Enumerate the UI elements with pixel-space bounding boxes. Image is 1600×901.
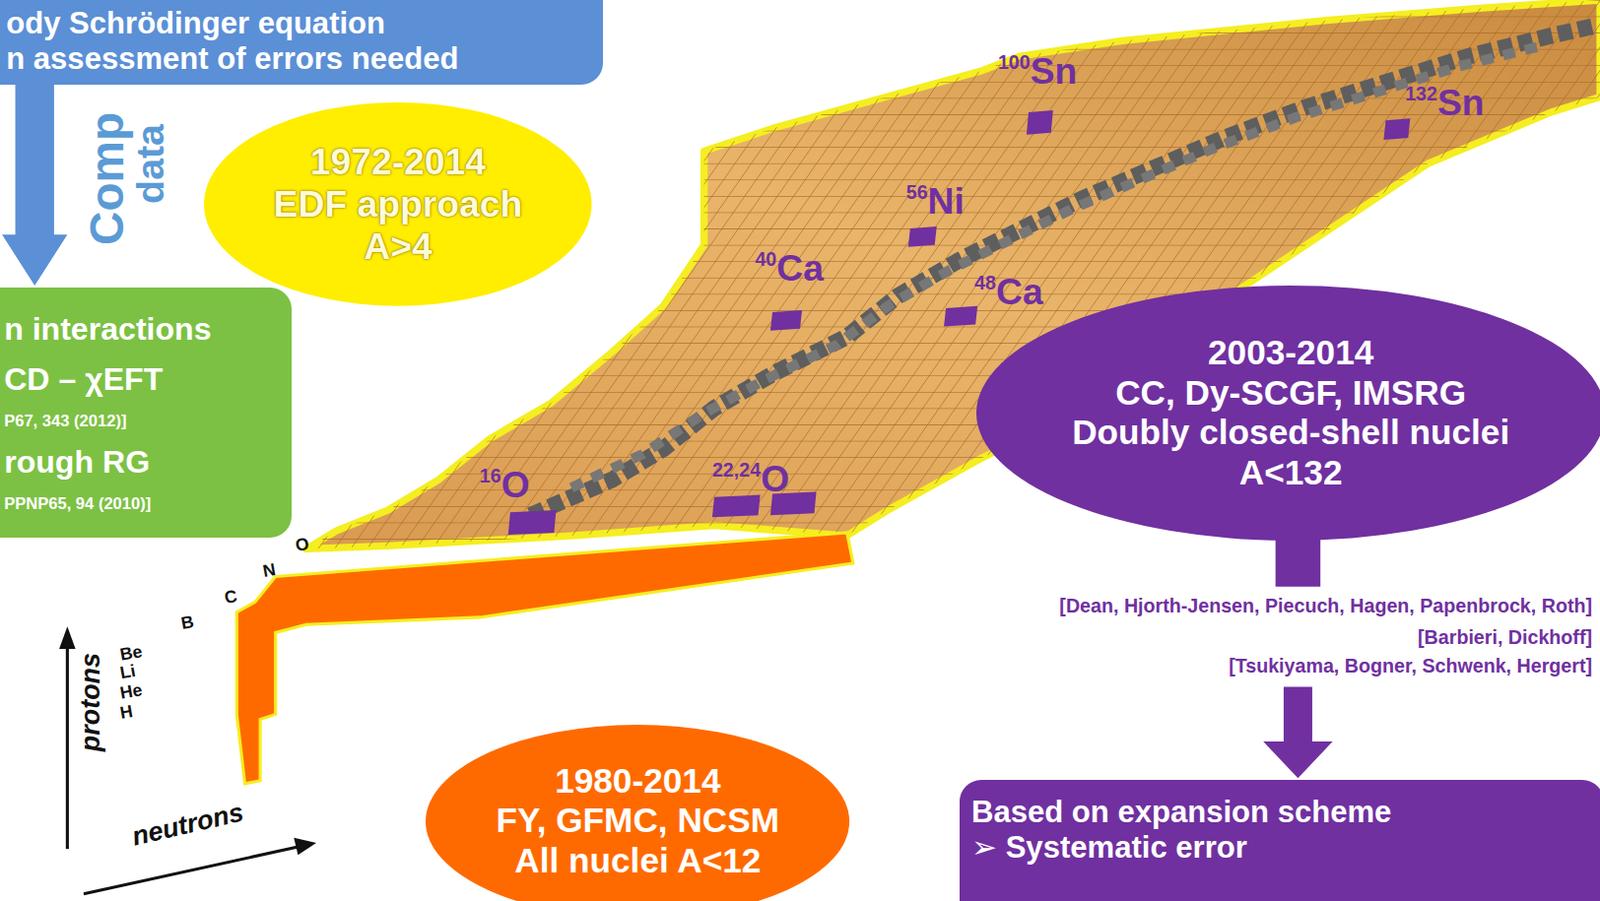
mass-number: 48 <box>974 273 997 294</box>
element-row-label: Li <box>119 663 137 683</box>
node-text: CD – χEFT <box>3 361 284 399</box>
method-ellipse: 1980-2014FY, GFMC, NCSMAll nuclei A<12 <box>425 725 850 901</box>
node-text: rough RG <box>3 444 284 481</box>
reference: [Dean, Hjorth-Jensen, Piecuch, Hagen, Pa… <box>1059 595 1593 618</box>
node-text: Based on expansion scheme <box>971 795 1588 831</box>
proton-axis <box>66 645 69 850</box>
nucleus-marker <box>1026 110 1054 135</box>
node-text: PPNP65, 94 (2010)] <box>3 494 284 514</box>
element-row-label: B <box>180 613 197 634</box>
node-text: 1972-2014 <box>273 140 524 184</box>
element-symbol: Sn <box>1437 84 1485 122</box>
ellipse-text: 1980-2014FY, GFMC, NCSMAll nuclei A<12 <box>496 761 781 882</box>
element-row-label: N <box>262 561 278 582</box>
mass-number: 56 <box>906 183 929 203</box>
element-symbol: O <box>501 466 531 504</box>
element-row-label: Be <box>119 643 144 665</box>
node-text: n interactions <box>3 311 284 348</box>
node-text: 1980-2014 <box>496 761 781 802</box>
reference: [Barbieri, Dickhoff] <box>1417 626 1593 650</box>
node-text: A>4 <box>273 225 524 268</box>
element-row-label: He <box>119 681 144 703</box>
ellipse-fill <box>425 725 850 901</box>
nucleus-marker <box>508 510 557 535</box>
element-symbol: Ca <box>996 273 1044 311</box>
mass-number: 16 <box>479 466 502 487</box>
node-text: CC, Dy-SCGF, IMSRG <box>1071 373 1510 414</box>
node-text: 2003-2014 <box>1071 333 1510 374</box>
ellipse-text: 1972-2014EDF approachA>4 <box>273 140 524 268</box>
element-symbol: Ni <box>928 183 965 220</box>
nucleus-label: 48Ca <box>974 273 1044 311</box>
axis-label: neutrons <box>129 800 246 852</box>
reference: [Tsukiyama, Bogner, Schwenk, Hergert] <box>1228 655 1593 678</box>
arrow-head <box>293 838 317 857</box>
axis-arrows <box>59 626 317 894</box>
mass-number: 100 <box>998 53 1031 73</box>
method-ellipse: 1972-2014EDF approachA>4 <box>203 102 593 307</box>
mass-number: 132 <box>1404 84 1438 105</box>
element-row-label: C <box>222 588 239 608</box>
ellipse-fill <box>203 102 593 307</box>
node-text: Doubly closed-shell nuclei <box>1071 412 1510 454</box>
interactions-box: n interactions CD – χEFT P67, 343 (2012)] r… <box>0 287 292 538</box>
nucleus-label: 40Ca <box>754 250 824 287</box>
element-row-label: H <box>119 703 135 724</box>
element-row-label: O <box>294 535 312 556</box>
mass-number: 40 <box>754 250 777 270</box>
node-text: P67, 343 (2012)] <box>3 411 284 431</box>
ellipse-fill <box>976 285 1600 541</box>
node-text: n assessment of errors needed <box>5 41 593 77</box>
problem-banner: ody Schrödinger equationn assessment of … <box>0 0 603 85</box>
element-symbol: O <box>760 461 790 498</box>
neutron-axis <box>83 847 298 895</box>
node-text: ody Schrödinger equation <box>5 5 593 42</box>
nucleus-marker <box>908 226 937 248</box>
node-text: ➢ Systematic error <box>971 830 1588 867</box>
node-text: All nuclei A<12 <box>496 841 781 882</box>
nucleus-label: 56Ni <box>906 183 965 220</box>
nucleus-marker <box>943 306 978 328</box>
node-text: FY, GFMC, NCSM <box>496 800 781 842</box>
arrow-head <box>59 626 76 650</box>
nucleus-label: 16O <box>479 466 531 504</box>
mass-number: 22,24 <box>712 461 761 481</box>
nucleus-label: 22,24O <box>712 461 790 498</box>
element-symbol: Ca <box>776 250 824 287</box>
node-text: A<132 <box>1071 453 1510 494</box>
vertical-caption: Comp <box>83 112 132 246</box>
nucleus-label: 132Sn <box>1404 84 1484 122</box>
nucleus-marker <box>1383 118 1410 140</box>
flow-arrow <box>1 82 67 286</box>
element-symbol: Sn <box>1030 53 1078 90</box>
vertical-caption: data <box>131 124 170 204</box>
axis-label: protons <box>77 653 105 752</box>
nucleus-label: 100Sn <box>998 53 1077 90</box>
node-text: EDF approach <box>273 183 524 226</box>
method-ellipse: 2003-2014CC, Dy-SCGF, IMSRGDoubly closed… <box>976 285 1600 541</box>
conclusion-box: Based on expansion scheme➢ Systematic er… <box>959 780 1600 901</box>
nucleus-marker <box>770 310 802 332</box>
nucleus-marker <box>712 495 761 519</box>
ellipse-text: 2003-2014CC, Dy-SCGF, IMSRGDoubly closed… <box>1071 333 1510 493</box>
